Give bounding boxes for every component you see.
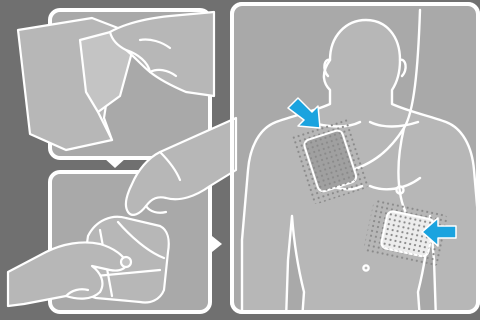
- open-pad-package-icon: [6, 116, 238, 308]
- panel-separators: [104, 158, 222, 252]
- arrow-down-right-icon: [287, 97, 321, 129]
- arrow-left-icon: [421, 217, 457, 247]
- peel-backing-icon: [16, 10, 216, 152]
- pad-placement-torso-icon: [240, 8, 478, 312]
- pad-upper-right-chest: [291, 118, 369, 204]
- pad-lower-left-side: [364, 200, 448, 267]
- panel-step3-border: [230, 2, 480, 314]
